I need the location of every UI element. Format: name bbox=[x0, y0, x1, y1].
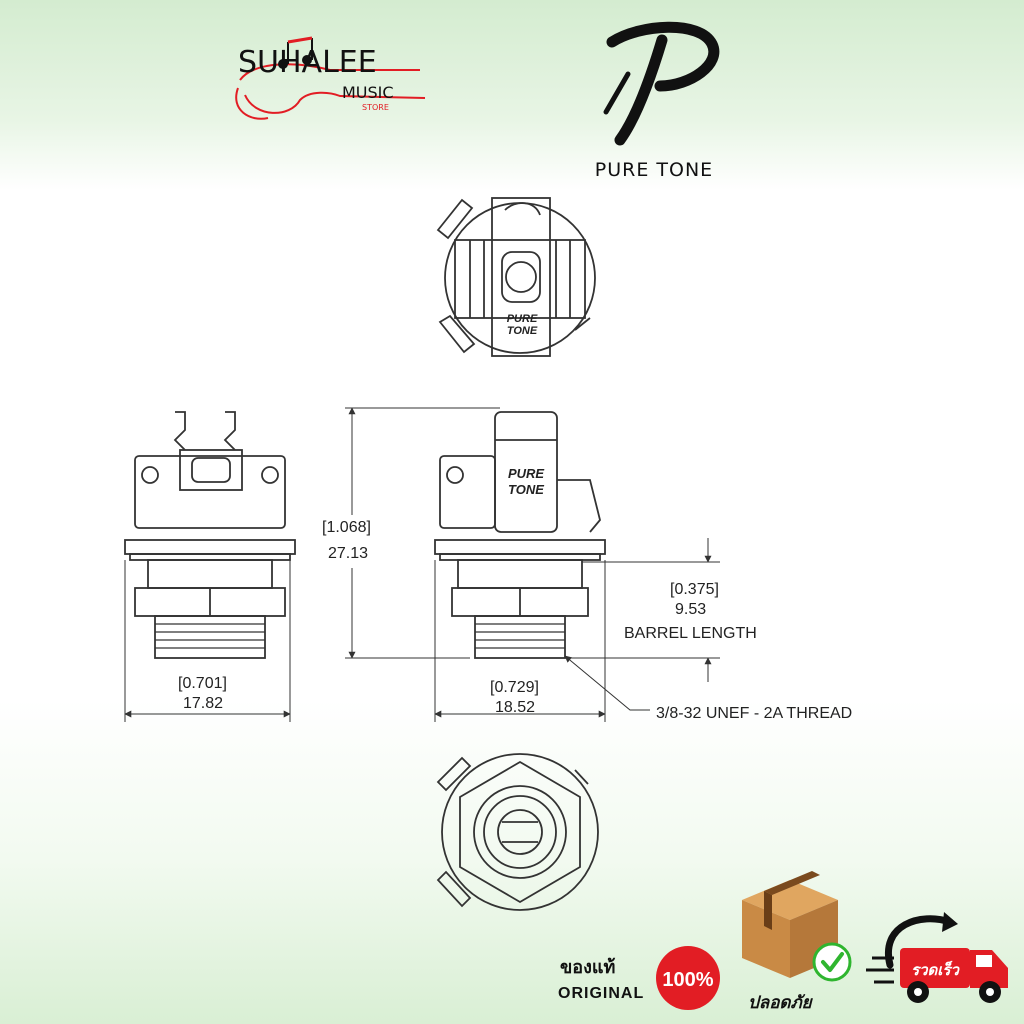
delivery-truck-icon bbox=[866, 912, 1008, 1003]
top-view: PURE TONE bbox=[436, 197, 596, 357]
height-mm-label: 27.13 bbox=[328, 545, 368, 562]
barrel-length-label: BARREL LENGTH bbox=[624, 625, 757, 642]
music-note-icon bbox=[278, 36, 313, 69]
store-name-store: STORE bbox=[362, 103, 389, 112]
package-box-icon bbox=[742, 871, 838, 978]
fast-th-label: รวดเร็ว bbox=[911, 960, 960, 979]
top-view-label-line1: PURE bbox=[507, 313, 538, 325]
top-view-label-line2: TONE bbox=[507, 325, 538, 337]
width-right-mm-label: 18.52 bbox=[495, 699, 535, 716]
barrel-mm-label: 9.53 bbox=[675, 601, 706, 618]
genuine-th-label: ของแท้ bbox=[560, 957, 615, 977]
side-view-label-line1: PURE bbox=[508, 466, 544, 481]
store-logo: SUHALEE MUSIC STORE bbox=[235, 36, 426, 120]
dimension-labels: [1.068] 27.13 [0.701] 17.82 [0.729] 18.5… bbox=[178, 519, 852, 722]
percent-badge-icon bbox=[656, 946, 720, 1010]
dimension-lines bbox=[124, 407, 720, 722]
right-side-view: PURE TONE bbox=[434, 411, 606, 659]
thread-spec-label: 3/8-32 UNEF - 2A THREAD bbox=[656, 705, 852, 722]
genuine-badge: ของแท้ ORIGINAL 100% bbox=[558, 946, 720, 1010]
fast-delivery-badge: รวดเร็ว bbox=[866, 912, 1008, 1003]
pure-tone-logo: PURE TONE bbox=[595, 21, 720, 181]
left-side-view bbox=[124, 411, 296, 659]
width-right-in-label: [0.729] bbox=[490, 679, 539, 696]
width-left-in-label: [0.701] bbox=[178, 675, 227, 692]
safe-badge: ปลอดภัย bbox=[742, 871, 852, 1012]
side-view-label-line2: TONE bbox=[508, 482, 544, 497]
percent-label: 100% bbox=[662, 969, 713, 991]
check-circle-icon bbox=[812, 942, 852, 982]
height-in-label: [1.068] bbox=[322, 519, 371, 536]
bottom-view bbox=[436, 753, 599, 911]
barrel-in-label: [0.375] bbox=[670, 581, 719, 598]
width-left-mm-label: 17.82 bbox=[183, 695, 223, 712]
pure-tone-wordmark: PURE TONE bbox=[595, 159, 713, 181]
safe-th-label: ปลอดภัย bbox=[748, 993, 814, 1012]
store-name-music: MUSIC bbox=[342, 83, 394, 102]
genuine-en-label: ORIGINAL bbox=[558, 985, 644, 1002]
